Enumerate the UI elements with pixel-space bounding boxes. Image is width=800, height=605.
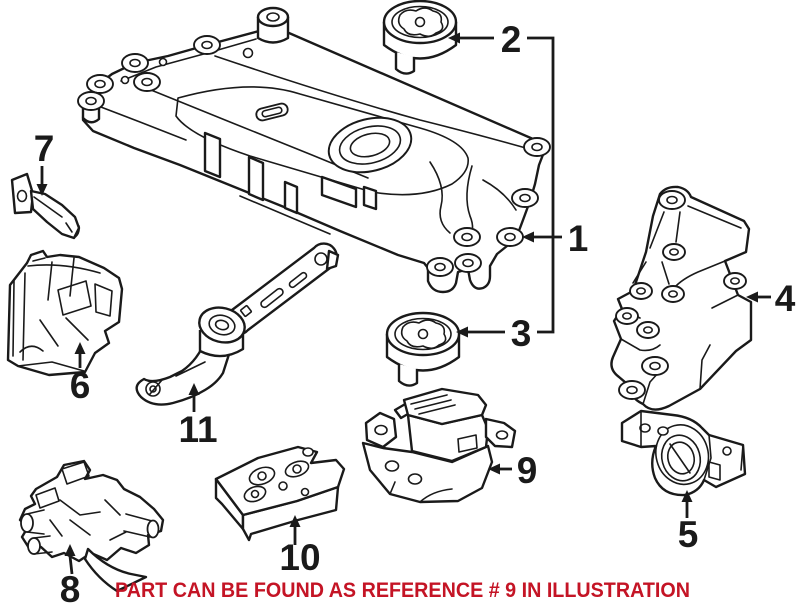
subframe-slot-oval <box>255 102 289 122</box>
callout-4-label: 4 <box>775 278 796 319</box>
bolt-eye <box>658 190 686 210</box>
part-lower-subframe-bushing <box>385 311 461 387</box>
callout-10: 10 <box>279 515 321 578</box>
arrowhead-left-icon <box>488 463 500 475</box>
callout-7-label: 7 <box>34 128 55 169</box>
part-upper-subframe-bushing <box>382 0 458 75</box>
callout-1-label: 1 <box>568 218 589 259</box>
callout-6: 6 <box>70 342 91 406</box>
part-torque-mount-bracket <box>620 409 747 497</box>
subframe-center-ring <box>327 116 413 174</box>
arrowhead-down-icon <box>36 184 48 196</box>
arrowhead-up-icon <box>188 383 200 395</box>
bolt-eye <box>661 285 685 303</box>
callout-5: 5 <box>678 490 699 555</box>
arrowhead-up-icon <box>74 342 86 354</box>
bolt-eye <box>454 253 482 273</box>
arrowhead-left-icon <box>456 326 468 338</box>
subframe-slot <box>203 131 222 179</box>
subframe-slot <box>320 175 358 209</box>
bolt-eye <box>629 282 653 300</box>
subframe-slot <box>362 185 378 211</box>
callout-2-label: 2 <box>501 19 522 60</box>
callout-2: 2 <box>448 19 555 334</box>
bolt-eye <box>615 307 639 325</box>
subframe-slot <box>247 155 265 202</box>
part-pendulum-support-arm <box>135 242 340 406</box>
part-transmission-mount <box>361 387 517 504</box>
bolt-eye <box>618 380 646 400</box>
callout-10-label: 10 <box>279 537 320 578</box>
part-small-support-bracket <box>10 172 81 240</box>
arrowhead-up-icon <box>681 490 693 502</box>
arrowhead-left-icon <box>746 291 758 303</box>
bolt-eye <box>523 137 551 157</box>
part-side-engine-bracket <box>610 185 753 411</box>
callout-7: 7 <box>34 128 55 196</box>
subframe-slot <box>283 180 299 215</box>
callout-3: 3 <box>456 313 531 354</box>
callout-8: 8 <box>60 544 81 605</box>
bolt-eye <box>121 53 149 73</box>
bolt-eye <box>453 227 481 247</box>
callout-9: 9 <box>488 450 537 491</box>
callout-1: 1 <box>522 218 588 259</box>
part-mount-bracket <box>214 445 346 542</box>
part-engine-mount <box>6 249 124 377</box>
bolt-eye <box>86 74 114 94</box>
arrowhead-left-icon <box>448 32 460 44</box>
bolt-eye <box>662 243 686 261</box>
callout-11: 11 <box>178 383 218 450</box>
callout-3-label: 3 <box>511 313 532 354</box>
part-subframe-crossmember <box>77 6 551 294</box>
bolt-eye <box>496 227 524 247</box>
callout-2-3-bracket-line <box>527 36 555 334</box>
callout-4: 4 <box>746 278 796 319</box>
bolt-eye <box>133 72 161 92</box>
bolt-eye <box>426 257 454 277</box>
arrowhead-up-icon <box>289 515 301 527</box>
bolt-eye <box>193 35 221 55</box>
arrowhead-up-icon <box>64 544 76 556</box>
callout-6-label: 6 <box>70 365 91 406</box>
callout-8-label: 8 <box>60 569 81 605</box>
callout-9-label: 9 <box>517 450 538 491</box>
bolt-eye <box>641 356 669 376</box>
bolt-eye <box>511 188 539 208</box>
reference-note: PART CAN BE FOUND AS REFERENCE # 9 IN IL… <box>115 579 690 602</box>
bolt-eye <box>77 91 105 111</box>
callout-11-label: 11 <box>178 409 217 450</box>
arrowhead-left-icon <box>522 231 534 243</box>
bolt-eye <box>723 272 747 290</box>
callout-5-label: 5 <box>678 514 699 555</box>
bolt-eye <box>636 321 660 339</box>
part-lower-engine-bracket <box>18 459 165 593</box>
